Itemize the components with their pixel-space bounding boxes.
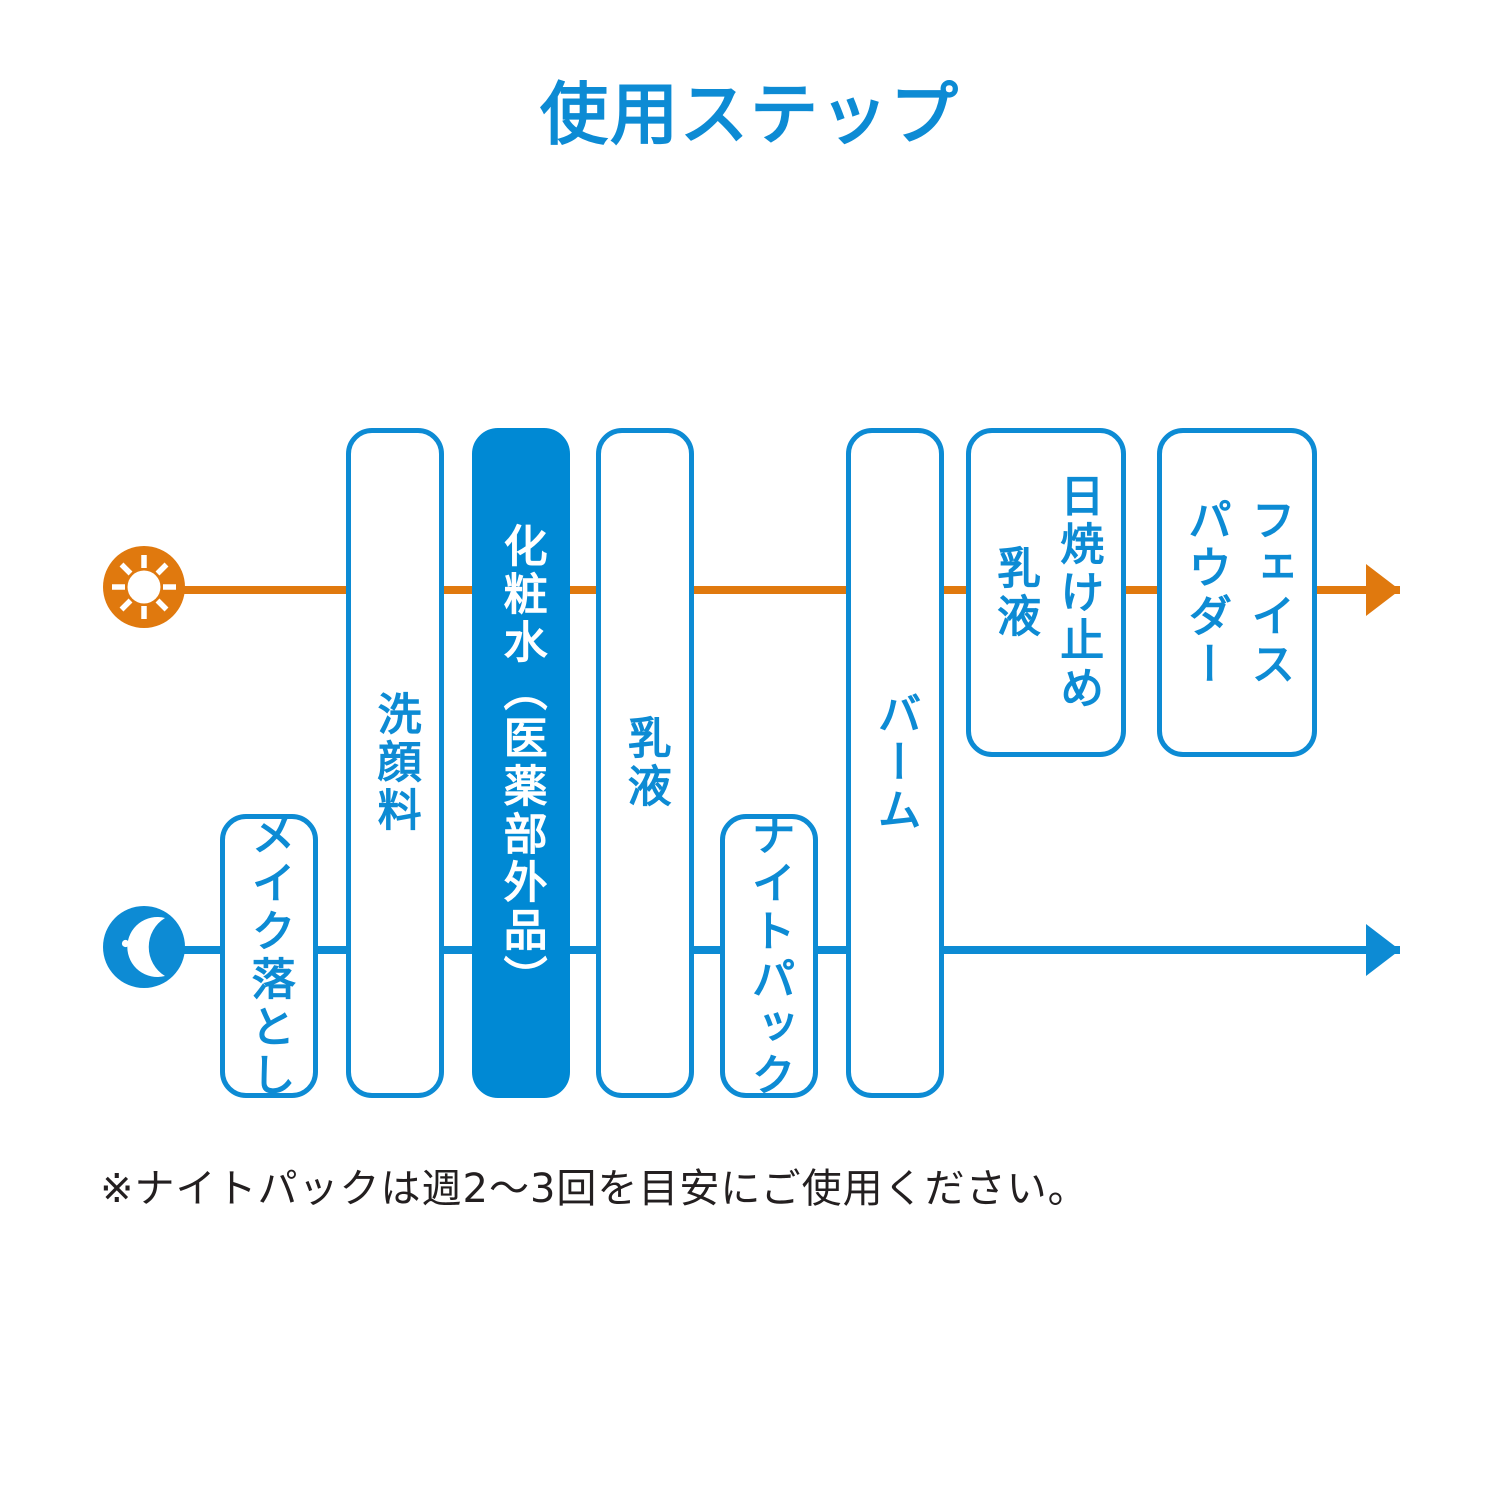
step-box-face-powder[interactable]: フェイス パウダー: [1157, 428, 1317, 757]
step-label-night-pack: ナイトパック: [743, 812, 795, 1100]
step-label-lotion: 化粧水（医薬部外品）: [495, 523, 547, 1003]
day-flow-line: [170, 586, 1400, 594]
step-box-sunscreen[interactable]: 日焼け止め 乳液: [966, 428, 1126, 757]
footnote-text: ※ナイトパックは週2〜3回を目安にご使用ください。: [100, 1166, 1089, 1212]
step-box-night-pack[interactable]: ナイトパック: [720, 812, 818, 1100]
step-box-facial-cleanser[interactable]: 洗顔料: [346, 428, 444, 1098]
sun-icon: [103, 546, 185, 628]
step-label-balm: バーム: [869, 691, 921, 835]
step-label-face-powder-secondary: パウダー: [1180, 496, 1231, 689]
step-box-lotion[interactable]: 化粧水（医薬部外品）: [472, 428, 570, 1098]
step-box-makeup-remover[interactable]: メイク落とし: [220, 812, 318, 1100]
day-flow-arrowhead: [1366, 564, 1400, 616]
moon-icon: [103, 906, 185, 988]
step-label-sunscreen: 日焼け止め: [1052, 472, 1104, 713]
night-flow-arrowhead: [1366, 924, 1400, 976]
step-label-face-powder: フェイス: [1243, 496, 1295, 689]
step-label-makeup-remover: メイク落とし: [243, 812, 295, 1100]
step-box-emulsion[interactable]: 乳液: [596, 428, 694, 1098]
step-label-facial-cleanser: 洗顔料: [369, 691, 421, 835]
step-label-sunscreen-secondary: 乳液: [989, 544, 1040, 641]
step-label-emulsion: 乳液: [619, 715, 671, 811]
step-box-balm[interactable]: バーム: [846, 428, 944, 1098]
page-title: 使用ステップ: [539, 77, 960, 153]
